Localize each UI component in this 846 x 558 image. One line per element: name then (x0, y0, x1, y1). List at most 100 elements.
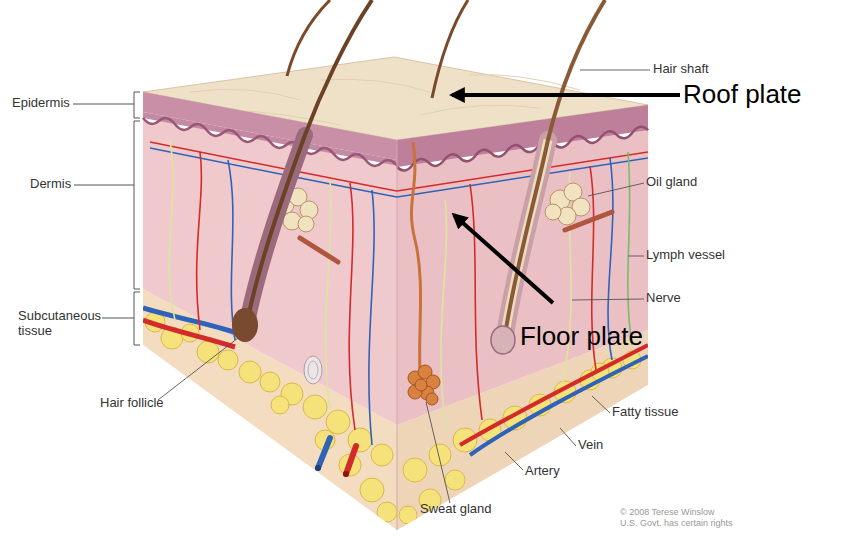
leader-lines (560, 428, 576, 446)
hair-follicles (432, 0, 468, 98)
right-vessels-nerves (628, 152, 632, 345)
part-label: U.S. Govt. has certain rights (620, 518, 733, 528)
layer-brackets (73, 92, 140, 345)
sweat-gland (408, 142, 440, 405)
leader-lines (588, 183, 644, 196)
pointer-label: Floor plate (520, 322, 643, 352)
left-vessels-nerves (197, 152, 202, 330)
leader-lines (158, 338, 238, 400)
right-face-layers (397, 140, 398, 530)
right-vessels-nerves (470, 184, 482, 420)
hair-follicles (491, 326, 515, 354)
left-fatty-tissue (197, 341, 219, 363)
left-fatty-tissue (218, 350, 238, 370)
oil-glands (276, 183, 612, 262)
leader-lines (505, 452, 523, 470)
part-label: Artery (525, 464, 560, 479)
oil-glands (545, 204, 561, 220)
part-label: Sweat gland (420, 502, 492, 517)
sweat-gland (415, 379, 427, 391)
leader-lines (158, 70, 650, 503)
left-vessels-nerves (349, 183, 355, 430)
left-face-layers (143, 92, 397, 160)
oil-glands (565, 212, 612, 230)
left-vessels-nerves (326, 180, 331, 410)
left-vessels-nerves (169, 140, 175, 320)
part-label: Hair follicle (100, 396, 164, 411)
left-fatty-tissue (239, 361, 261, 383)
part-label: Vein (578, 438, 603, 453)
left-vessels-nerves (143, 320, 235, 347)
part-label: Dermis (30, 177, 71, 192)
pointer-arrows (454, 215, 553, 303)
right-vessels-nerves (441, 200, 447, 430)
layer-brackets (73, 92, 140, 118)
oil-glands (300, 238, 338, 262)
left-vessels-nerves (150, 148, 397, 197)
right-vessels-nerves (460, 345, 648, 445)
leader-lines (592, 396, 610, 413)
right-face-layers (397, 105, 648, 530)
left-vessels-nerves (308, 361, 318, 379)
left-face-layers (143, 92, 399, 530)
cut-vessel-ends (343, 471, 349, 477)
part-label: Hair shaft (653, 62, 709, 77)
hair-follicles (248, 0, 372, 318)
cut-vessel-ends (315, 465, 321, 471)
leader-lines (572, 299, 644, 300)
pointer-arrows (452, 95, 680, 303)
left-fatty-tissue (371, 444, 393, 466)
sweat-gland (411, 142, 420, 372)
sweat-gland (408, 365, 440, 405)
cut-vessel-ends (346, 446, 356, 474)
hair-follicles (505, 0, 605, 335)
left-vessels-nerves (228, 160, 235, 340)
left-vessels-nerves (369, 190, 374, 445)
leader-lines (580, 70, 650, 71)
left-fatty-tissue (360, 478, 384, 502)
part-label: Oil gland (646, 175, 697, 190)
left-fatty-tissue (145, 312, 397, 522)
right-fatty-tissue (399, 506, 417, 524)
left-fatty-tissue (326, 410, 350, 434)
cut-vessel-ends (318, 438, 330, 468)
layer-brackets (74, 121, 140, 289)
left-vessels-nerves (304, 356, 322, 384)
right-vessels-nerves (397, 152, 648, 455)
left-face-layers (143, 118, 397, 425)
left-fatty-tissue (303, 395, 327, 419)
layer-brackets (102, 292, 140, 345)
pointer-arrows (452, 93, 680, 97)
left-fatty-tissue (377, 502, 397, 522)
part-label: Nerve (646, 291, 681, 306)
right-vessels-nerves (397, 152, 648, 191)
left-face-layers (143, 118, 397, 166)
left-fatty-tissue (348, 428, 372, 452)
sweat-gland (426, 393, 438, 405)
left-fatty-tissue (260, 372, 280, 392)
left-fatty-tissue (145, 312, 397, 522)
hair-follicles (287, 0, 330, 76)
cut-vessel-ends (315, 438, 356, 477)
hair-follicles (232, 0, 605, 354)
pointer-label: Roof plate (683, 80, 802, 110)
part-label: Lymph vessel (646, 248, 725, 263)
right-face-layers (397, 127, 648, 425)
right-fatty-tissue (403, 458, 427, 482)
left-face-layers (143, 112, 399, 166)
hair-follicles (232, 308, 258, 342)
leader-lines (628, 256, 644, 257)
left-fatty-tissue (271, 396, 289, 414)
right-fatty-tissue (445, 470, 465, 490)
part-label: © 2008 Terese Winslow (620, 507, 715, 517)
oil-glands (298, 216, 314, 232)
part-label: Epidermis (12, 96, 70, 111)
part-label: Fatty tissue (612, 405, 678, 420)
leader-lines (426, 402, 450, 503)
left-vessels-nerves (150, 142, 397, 191)
part-label: Subcutaneous tissue (18, 309, 113, 339)
left-vessels-nerves (143, 140, 397, 445)
left-vessels-nerves (143, 308, 240, 334)
